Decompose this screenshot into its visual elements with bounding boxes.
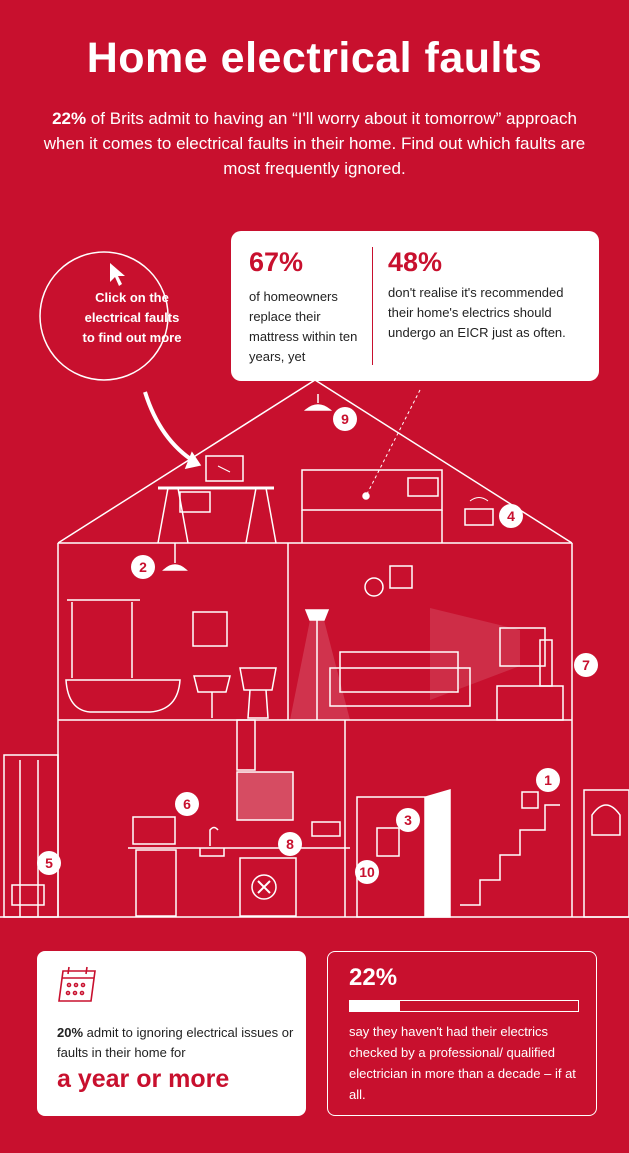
stairs	[460, 804, 560, 906]
fault-marker-9[interactable]: 9	[333, 407, 357, 431]
wifi-icon	[469, 497, 489, 502]
progress-bar	[349, 1000, 579, 1012]
bathtub	[65, 679, 181, 713]
card-left-emphasis: a year or more	[57, 1065, 230, 1093]
page-title: Home electrical faults	[86, 34, 543, 82]
fault-marker-2[interactable]: 2	[131, 555, 155, 579]
bathroom-lamp-icon	[162, 564, 188, 571]
fault-marker-8[interactable]: 8	[278, 832, 302, 856]
bed	[301, 469, 443, 511]
stats-divider	[372, 247, 373, 365]
stat-b-text: don't realise it's recommended their hom…	[388, 285, 566, 340]
sink	[193, 675, 231, 693]
chair	[179, 491, 211, 513]
oven-fault-icon	[251, 874, 277, 900]
card-left-highlight: 20%	[57, 1025, 84, 1040]
tiles	[236, 771, 294, 821]
extractor-hood	[236, 719, 256, 771]
sofa	[339, 651, 459, 693]
oven	[239, 857, 297, 917]
neighbour-left	[3, 754, 59, 918]
shower-curtain	[71, 602, 133, 678]
mattress-dot	[362, 492, 370, 500]
picture-frame	[389, 565, 413, 589]
fault-marker-1[interactable]: 1	[536, 768, 560, 792]
roof-outline	[57, 379, 573, 544]
fault-marker-10[interactable]: 10	[355, 860, 379, 884]
stat-a-value: 67%	[249, 247, 304, 277]
fault-marker-3[interactable]: 3	[396, 808, 420, 832]
mirror	[192, 611, 228, 647]
intro-body: of Brits admit to having an “I'll worry …	[43, 109, 586, 178]
fault-marker-5[interactable]: 5	[37, 851, 61, 875]
fault-marker-4[interactable]: 4	[499, 504, 523, 528]
card-right-text: say they haven't had their electrics che…	[349, 1024, 576, 1102]
consumer-unit-icon	[376, 827, 400, 857]
stat-a-text: of homeowners replace their mattress wit…	[249, 289, 358, 364]
microwave-icon	[132, 816, 176, 845]
card-left-body: admit to ignoring electrical issues or f…	[57, 1025, 294, 1060]
wall-clock	[364, 577, 384, 597]
callout-circle	[39, 251, 169, 381]
drawers	[135, 849, 177, 917]
socket-icon	[464, 508, 494, 526]
calendar-icon	[58, 966, 96, 1002]
floor-lamp-icon	[304, 609, 330, 621]
card-left-text: 20% admit to ignoring electrical issues …	[57, 1023, 297, 1063]
stat-b-value: 48%	[388, 247, 443, 277]
stats-box: 67% of homeowners replace their mattress…	[231, 231, 599, 381]
neighbour-right	[583, 789, 629, 918]
kitchen-socket-icon	[311, 821, 341, 837]
outdoor-socket-icon	[11, 884, 45, 906]
stat-card-left: 20% admit to ignoring electrical issues …	[37, 951, 306, 1116]
intro-text: 22% of Brits admit to having an “I'll wo…	[30, 106, 599, 181]
toilet	[239, 667, 277, 691]
progress-fill	[350, 1001, 401, 1011]
curved-arrow	[143, 391, 197, 464]
tv-stand	[496, 685, 564, 721]
ceiling-lamp-icon	[303, 404, 333, 411]
stat-card-right: 22% say they haven't had their electrics…	[327, 951, 597, 1116]
kitchen-sink	[199, 848, 225, 857]
hallway-door-frame	[356, 796, 426, 918]
fault-marker-6[interactable]: 6	[175, 792, 199, 816]
intro-highlight: 22%	[52, 109, 87, 128]
card-right-value: 22%	[349, 964, 398, 991]
light-switch-icon	[521, 791, 539, 809]
callout-text: Click on the electrical faults to find o…	[82, 290, 182, 345]
television	[499, 627, 546, 667]
monitor-icon	[205, 455, 244, 482]
open-door	[425, 789, 451, 918]
cursor-icon	[110, 263, 125, 286]
fault-marker-7[interactable]: 7	[574, 653, 598, 677]
